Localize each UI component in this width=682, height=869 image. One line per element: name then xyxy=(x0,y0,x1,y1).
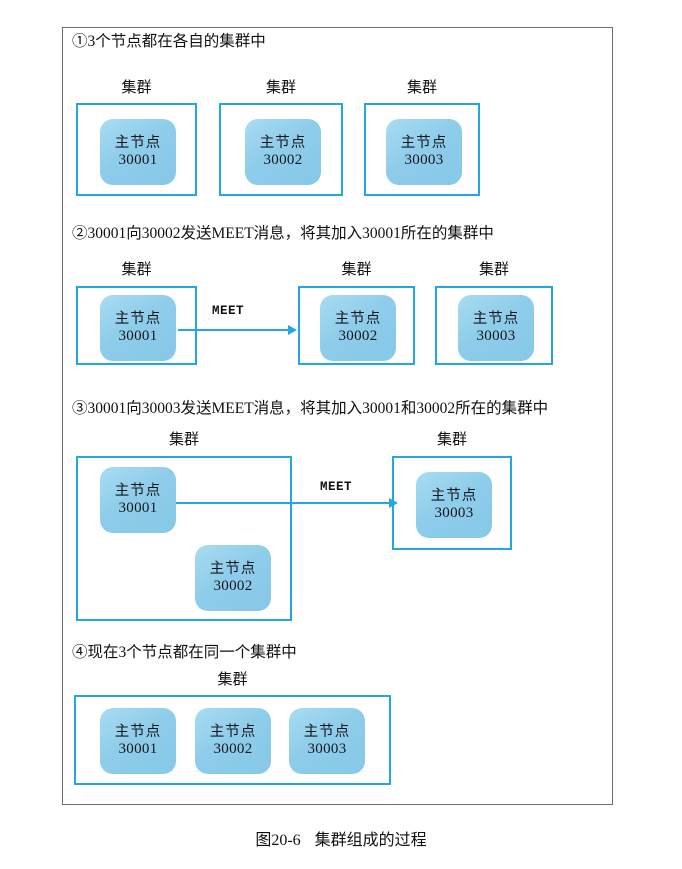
step-4-cluster-1-box: 主节点 30001 主节点 30002 主节点 30003 xyxy=(74,695,391,785)
figure-caption: 图20-6 集群组成的过程 xyxy=(0,833,682,849)
step-2-heading: ②30001向30002发送MEET消息，将其加入30001所在的集群中 xyxy=(72,225,494,242)
node-role-label: 主节点 xyxy=(209,723,257,740)
node-role-label: 主节点 xyxy=(334,310,382,327)
meet-arrow-label-step-3: MEET xyxy=(320,480,353,494)
node-role-label: 主节点 xyxy=(303,723,351,740)
step-3-cluster-2-label: 集群 xyxy=(436,432,467,448)
step-1-cluster-2-label: 集群 xyxy=(265,80,296,96)
node-port-label: 30001 xyxy=(118,740,158,757)
node-30003[interactable]: 主节点 30003 xyxy=(289,708,365,774)
node-30001[interactable]: 主节点 30001 xyxy=(100,467,176,533)
meet-arrow-label-step-2: MEET xyxy=(212,304,245,318)
node-30002[interactable]: 主节点 30002 xyxy=(245,119,321,185)
step-1-cluster-3-label: 集群 xyxy=(406,80,437,96)
step-1-heading: ①3个节点都在各自的集群中 xyxy=(72,33,266,50)
node-port-label: 30002 xyxy=(338,327,378,344)
step-2-cluster-2-box: 主节点 30002 xyxy=(298,286,415,365)
node-30003[interactable]: 主节点 30003 xyxy=(416,472,492,538)
node-role-label: 主节点 xyxy=(114,310,162,327)
node-role-label: 主节点 xyxy=(114,134,162,151)
step-1-cluster-2-box: 主节点 30002 xyxy=(219,103,343,196)
step-3-cluster-1-box: 主节点 30001 主节点 30002 xyxy=(76,456,292,621)
meet-arrow-head-step-2 xyxy=(288,325,297,335)
node-port-label: 30001 xyxy=(118,499,158,516)
node-port-label: 30003 xyxy=(434,504,474,521)
figure-caption-number: 图20-6 xyxy=(255,832,301,849)
node-30003[interactable]: 主节点 30003 xyxy=(458,295,534,361)
node-30001[interactable]: 主节点 30001 xyxy=(100,119,176,185)
node-role-label: 主节点 xyxy=(114,482,162,499)
step-2-cluster-1-box: 主节点 30001 xyxy=(76,286,197,365)
step-4-heading: ④现在3个节点都在同一个集群中 xyxy=(72,644,297,661)
node-30003[interactable]: 主节点 30003 xyxy=(386,119,462,185)
step-4-cluster-1-label: 集群 xyxy=(217,672,248,688)
node-30002[interactable]: 主节点 30002 xyxy=(195,545,271,611)
figure-caption-title: 集群组成的过程 xyxy=(314,832,427,849)
step-3-cluster-1-label: 集群 xyxy=(168,432,199,448)
node-port-label: 30003 xyxy=(307,740,347,757)
node-port-label: 30002 xyxy=(263,151,303,168)
node-port-label: 30001 xyxy=(118,151,158,168)
step-2-cluster-1-label: 集群 xyxy=(121,262,152,278)
node-role-label: 主节点 xyxy=(259,134,307,151)
node-role-label: 主节点 xyxy=(472,310,520,327)
step-1-cluster-1-label: 集群 xyxy=(121,80,152,96)
meet-arrow-line-step-2 xyxy=(178,329,290,331)
node-port-label: 30002 xyxy=(213,577,253,594)
node-role-label: 主节点 xyxy=(209,560,257,577)
node-30001[interactable]: 主节点 30001 xyxy=(100,708,176,774)
step-1-cluster-1-box: 主节点 30001 xyxy=(76,103,197,196)
node-30002[interactable]: 主节点 30002 xyxy=(320,295,396,361)
node-role-label: 主节点 xyxy=(114,723,162,740)
step-2-cluster-3-label: 集群 xyxy=(478,262,509,278)
step-1-cluster-3-box: 主节点 30003 xyxy=(364,103,480,196)
node-port-label: 30001 xyxy=(118,327,158,344)
step-3-cluster-2-box: 主节点 30003 xyxy=(392,456,512,550)
node-port-label: 30003 xyxy=(404,151,444,168)
node-port-label: 30003 xyxy=(476,327,516,344)
node-role-label: 主节点 xyxy=(430,487,478,504)
step-2-cluster-3-box: 主节点 30003 xyxy=(435,286,553,365)
node-30002[interactable]: 主节点 30002 xyxy=(195,708,271,774)
step-3-heading: ③30001向30003发送MEET消息，将其加入30001和30002所在的集… xyxy=(72,400,549,417)
node-role-label: 主节点 xyxy=(400,134,448,151)
node-port-label: 30002 xyxy=(213,740,253,757)
node-30001[interactable]: 主节点 30001 xyxy=(100,295,176,361)
meet-arrow-line-step-3 xyxy=(176,502,391,504)
step-2-cluster-2-label: 集群 xyxy=(341,262,372,278)
